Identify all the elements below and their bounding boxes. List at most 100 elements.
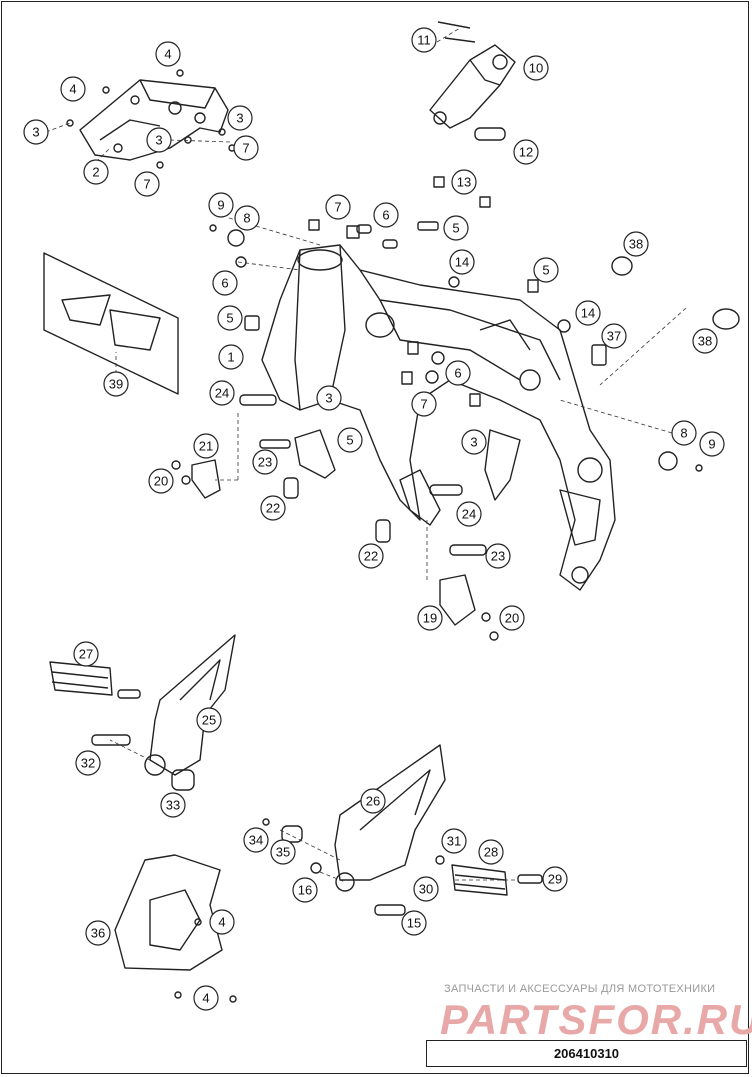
callout[interactable]: 27 xyxy=(73,641,99,667)
callout[interactable]: 35 xyxy=(270,839,296,865)
callout[interactable]: 6 xyxy=(373,202,399,228)
callout[interactable]: 23 xyxy=(485,543,511,569)
callout[interactable]: 3 xyxy=(461,429,487,455)
callout[interactable]: 14 xyxy=(575,300,601,326)
svg-text:8: 8 xyxy=(243,211,250,226)
svg-text:14: 14 xyxy=(455,255,469,270)
callouts-layer: 3 4 4 2 3 7 3 7 11 10 12 13 9 8 7 6 5 6 … xyxy=(23,27,725,1011)
callout[interactable]: 3 xyxy=(146,127,172,153)
callout[interactable]: 13 xyxy=(451,169,477,195)
svg-text:7: 7 xyxy=(143,177,150,192)
callout[interactable]: 20 xyxy=(499,605,525,631)
svg-text:37: 37 xyxy=(607,329,621,344)
callout[interactable]: 3 xyxy=(227,105,253,131)
callout[interactable]: 38 xyxy=(692,328,718,354)
svg-text:3: 3 xyxy=(32,125,39,140)
svg-text:33: 33 xyxy=(166,798,180,813)
callout[interactable]: 34 xyxy=(243,827,269,853)
callout[interactable]: 3 xyxy=(23,119,49,145)
callout[interactable]: 6 xyxy=(212,270,238,296)
watermark-tagline: ЗАПЧАСТИ И АКСЕССУАРЫ ДЛЯ МОТОТЕХНИКИ xyxy=(444,983,716,995)
callout[interactable]: 20 xyxy=(148,468,174,494)
callout[interactable]: 30 xyxy=(413,876,439,902)
svg-text:7: 7 xyxy=(334,200,341,215)
svg-text:25: 25 xyxy=(202,713,216,728)
callout[interactable]: 22 xyxy=(358,543,384,569)
callout[interactable]: 10 xyxy=(523,55,549,81)
callout[interactable]: 4 xyxy=(60,76,86,102)
callout[interactable]: 21 xyxy=(193,433,219,459)
callout[interactable]: 9 xyxy=(699,431,725,457)
callout[interactable]: 24 xyxy=(456,501,482,527)
callout[interactable]: 29 xyxy=(542,866,568,892)
callout[interactable]: 28 xyxy=(478,839,504,865)
callout[interactable]: 3 xyxy=(316,385,342,411)
callout[interactable]: 4 xyxy=(193,985,219,1011)
svg-text:9: 9 xyxy=(708,437,715,452)
svg-text:4: 4 xyxy=(218,915,225,930)
svg-text:6: 6 xyxy=(221,276,228,291)
callout[interactable]: 33 xyxy=(160,792,186,818)
svg-text:20: 20 xyxy=(154,474,168,489)
callout[interactable]: 16 xyxy=(292,877,318,903)
svg-text:21: 21 xyxy=(199,439,213,454)
callout[interactable]: 12 xyxy=(513,139,539,165)
callout[interactable]: 7 xyxy=(325,194,351,220)
callout[interactable]: 5 xyxy=(533,257,559,283)
callout[interactable]: 5 xyxy=(217,305,243,331)
headlight-bracket-drawing xyxy=(66,69,236,169)
svg-text:31: 31 xyxy=(447,834,461,849)
callout[interactable]: 37 xyxy=(601,323,627,349)
left-footrest-drawing xyxy=(49,634,236,791)
callout[interactable]: 4 xyxy=(209,909,235,935)
svg-text:19: 19 xyxy=(423,611,437,626)
callout[interactable]: 38 xyxy=(623,231,649,257)
callout[interactable]: 4 xyxy=(155,41,181,67)
svg-text:4: 4 xyxy=(202,991,209,1006)
callout[interactable]: 22 xyxy=(260,495,286,521)
callout[interactable]: 19 xyxy=(417,605,443,631)
svg-text:8: 8 xyxy=(680,426,687,441)
callout[interactable]: 24 xyxy=(209,380,235,406)
callout[interactable]: 7 xyxy=(134,171,160,197)
callout[interactable]: 31 xyxy=(441,828,467,854)
svg-text:9: 9 xyxy=(217,198,224,213)
left-hanger-bracket-drawing xyxy=(171,394,336,499)
callout[interactable]: 7 xyxy=(233,135,259,161)
svg-text:6: 6 xyxy=(454,366,461,381)
callout[interactable]: 26 xyxy=(360,788,386,814)
callout[interactable]: 5 xyxy=(443,215,469,241)
callout[interactable]: 8 xyxy=(671,420,697,446)
drawing-number: 206410310 xyxy=(553,1046,620,1061)
callout[interactable]: 9 xyxy=(208,192,234,218)
callout[interactable]: 14 xyxy=(449,249,475,275)
svg-text:22: 22 xyxy=(364,549,378,564)
shock-linkage-drawing xyxy=(429,21,516,141)
svg-text:7: 7 xyxy=(420,397,427,412)
callout[interactable]: 6 xyxy=(445,360,471,386)
svg-text:26: 26 xyxy=(366,794,380,809)
callout[interactable]: 32 xyxy=(75,750,101,776)
svg-text:29: 29 xyxy=(548,872,562,887)
callout[interactable]: 36 xyxy=(85,920,111,946)
callout[interactable]: 8 xyxy=(234,205,260,231)
svg-text:34: 34 xyxy=(249,833,263,848)
callout[interactable]: 11 xyxy=(411,27,437,53)
svg-text:6: 6 xyxy=(382,208,389,223)
callout[interactable]: 5 xyxy=(337,427,363,453)
callout[interactable]: 2 xyxy=(83,159,109,185)
callout[interactable]: 1 xyxy=(218,344,244,370)
svg-text:14: 14 xyxy=(581,306,595,321)
callout[interactable]: 25 xyxy=(196,707,222,733)
svg-text:3: 3 xyxy=(470,435,477,450)
frame-hardware-drawing xyxy=(209,176,740,472)
svg-text:5: 5 xyxy=(226,311,233,326)
svg-text:35: 35 xyxy=(276,845,290,860)
callout[interactable]: 23 xyxy=(252,449,278,475)
callout[interactable]: 39 xyxy=(103,371,129,397)
svg-text:10: 10 xyxy=(529,61,543,76)
svg-text:5: 5 xyxy=(346,433,353,448)
callout[interactable]: 7 xyxy=(411,391,437,417)
svg-text:32: 32 xyxy=(81,756,95,771)
callout[interactable]: 15 xyxy=(401,910,427,936)
